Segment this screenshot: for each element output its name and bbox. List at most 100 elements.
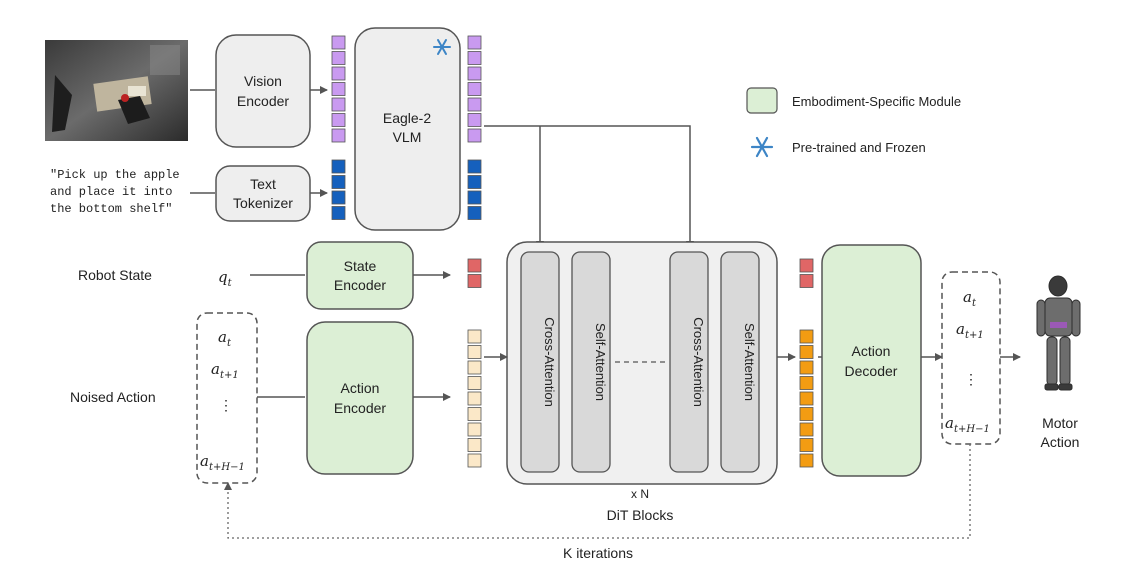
state-token: [467, 274, 482, 288]
noised-action-item: at+1: [211, 360, 239, 381]
vlm-box: Eagle-2 VLM: [354, 27, 461, 231]
state-encoder-label: State: [344, 258, 377, 274]
vlm-vision-token: [467, 66, 482, 81]
noised-action-sequence: at at+1 ⋮ at+H−1: [196, 312, 258, 484]
action-decoder-label: Action: [852, 343, 891, 359]
text-token: [331, 175, 346, 189]
dit-block-self-attention-1: Self-Attention: [571, 251, 611, 473]
instruction-line: and place it into: [50, 185, 172, 199]
action-token: [467, 407, 482, 421]
vision-token: [331, 35, 346, 50]
text-tokenizer-label: Tokenizer: [233, 195, 293, 211]
vlm-vision-token: [467, 128, 482, 143]
output-action-sequence: at at+1 ⋮ at+H−1: [941, 271, 1001, 445]
legend-embodiment-swatch: [746, 87, 778, 114]
instruction-line: the bottom shelf": [50, 202, 172, 216]
dit-block-label: Self-Attention: [742, 323, 757, 401]
dit-block-label: Cross-Attention: [542, 317, 557, 407]
action-token: [467, 453, 482, 468]
output-action-token: [799, 360, 814, 375]
token-columns: [331, 35, 814, 468]
text-token: [331, 206, 346, 220]
legend-embodiment-label: Embodiment-Specific Module: [792, 94, 961, 109]
dit-block-self-attention-2: Self-Attention: [720, 251, 760, 473]
text-tokenizer-label: Text: [250, 176, 276, 192]
humanoid-robot-icon: [1036, 275, 1081, 391]
output-action-token: [799, 376, 814, 390]
output-action-token: [799, 391, 814, 406]
action-encoder-label: Action: [341, 380, 380, 396]
vision-token: [331, 51, 346, 65]
robot-state-label: Robot State: [78, 267, 152, 283]
output-state-token: [799, 274, 814, 288]
vision-token: [331, 82, 346, 96]
instruction-line: "Pick up the apple: [50, 168, 180, 182]
vlm-text-token: [467, 190, 482, 205]
ellipsis: ⋮: [964, 371, 978, 387]
dit-block-label: Cross-Attention: [691, 317, 706, 407]
snowflake-icon: [433, 39, 451, 55]
dit-repeat-label: x N: [631, 487, 649, 501]
noised-action-label: Noised Action: [70, 389, 156, 405]
motor-action-label: Action: [1041, 434, 1080, 450]
legend-frozen-label: Pre-trained and Frozen: [792, 140, 926, 155]
vlm-vision-token: [467, 97, 482, 112]
action-token: [467, 391, 482, 406]
action-token: [467, 422, 482, 437]
output-action-token: [799, 345, 814, 359]
vlm-label: Eagle-2: [383, 110, 431, 126]
text-token: [331, 159, 346, 174]
output-action-item: at+H−1: [945, 414, 990, 435]
action-token: [467, 376, 482, 390]
noised-action-item: at+H−1: [200, 452, 245, 473]
state-symbol: qt: [218, 268, 233, 289]
dit-block-label: Self-Attention: [593, 323, 608, 401]
state-encoder-label: Encoder: [334, 277, 386, 293]
k-iterations-loop-arrow: [224, 444, 971, 539]
vision-token: [331, 97, 346, 112]
dit-block-cross-attention-2: Cross-Attention: [669, 251, 709, 473]
output-state-token: [799, 258, 814, 273]
snowflake-icon: [750, 136, 774, 158]
action-token: [467, 438, 482, 452]
output-action-token: [799, 407, 814, 421]
k-iterations-label: K iterations: [563, 545, 633, 561]
vlm-label: VLM: [393, 129, 422, 145]
action-token: [467, 360, 482, 375]
action-encoder-label: Encoder: [334, 400, 386, 416]
noised-action-item: at: [218, 328, 232, 349]
vision-token: [331, 66, 346, 81]
ellipsis: ⋮: [219, 397, 233, 413]
action-decoder-box: Action Decoder: [821, 244, 922, 477]
output-action-token: [799, 329, 814, 344]
state-token: [467, 258, 482, 273]
vision-token: [331, 128, 346, 143]
action-decoder-label: Decoder: [845, 363, 898, 379]
dit-title: DiT Blocks: [607, 507, 674, 523]
state-encoder-box: State Encoder: [306, 241, 414, 310]
instruction-text: "Pick up the apple and place it into the…: [50, 168, 180, 216]
vlm-vision-token: [467, 51, 482, 65]
action-token: [467, 329, 482, 344]
vlm-vision-token: [467, 113, 482, 127]
camera-image: [45, 40, 188, 141]
dit-block-cross-attention-1: Cross-Attention: [520, 251, 560, 473]
vision-encoder-box: Vision Encoder: [215, 34, 311, 148]
output-action-item: at+1: [956, 320, 984, 341]
output-action-item: at: [963, 288, 977, 309]
motor-action-label: Motor: [1042, 415, 1078, 431]
output-action-token: [799, 453, 814, 468]
vision-encoder-label: Encoder: [237, 93, 289, 109]
vision-token: [331, 113, 346, 127]
legend: Embodiment-Specific Module Pre-trained a…: [746, 87, 961, 158]
vlm-text-token: [467, 159, 482, 174]
output-action-token: [799, 422, 814, 437]
output-action-token: [799, 438, 814, 452]
text-token: [331, 190, 346, 205]
vlm-vision-token: [467, 35, 482, 50]
vlm-text-token: [467, 206, 482, 220]
text-tokenizer-box: Text Tokenizer: [215, 165, 311, 222]
vision-encoder-label: Vision: [244, 73, 282, 89]
action-encoder-box: Action Encoder: [306, 321, 414, 475]
vlm-text-token: [467, 175, 482, 189]
